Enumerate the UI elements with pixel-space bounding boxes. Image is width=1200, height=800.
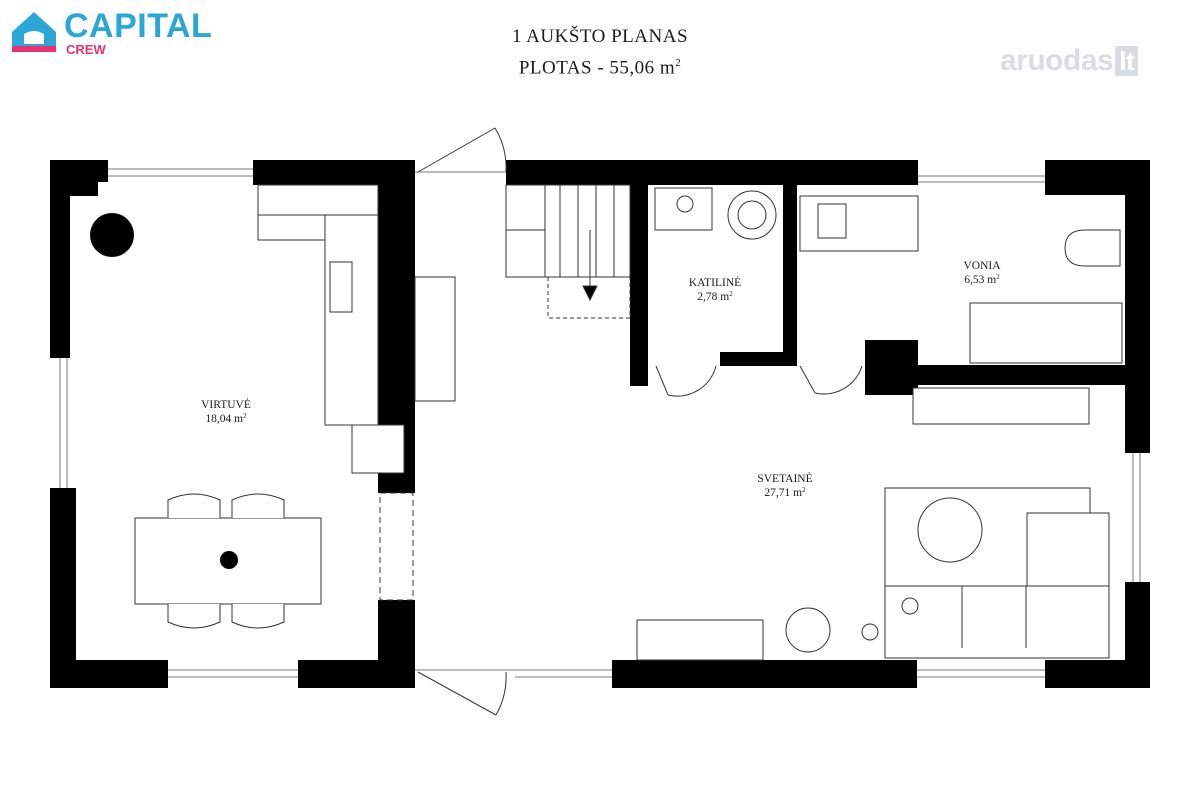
room-area-vonia: 6,53 m2 [964,273,1000,286]
watermark-suffix-box: lt [1115,46,1139,76]
house-logo-icon [12,12,56,52]
stairs [505,184,631,319]
boiler-room-fixtures [654,187,777,240]
windows [59,168,1141,678]
plan-title-line1: 1 AUKŠTO PLANAS [511,26,689,47]
doors [379,127,863,716]
room-name-katiline: KATILINĖ [689,275,741,289]
room-name-vonia: VONIA [963,260,1001,272]
watermark-text: aruodas [1000,44,1114,77]
kitchen-furniture [134,184,456,629]
plan-title: 1 AUKŠTO PLANAS PLOTAS - 55,06 m2 [400,24,800,81]
brand-logo: CAPITAL CREW [10,7,213,58]
room-area-svetaine: 27,71 m2 [764,486,806,499]
bathroom-fixtures [799,195,1123,364]
plan-title-line2: PLOTAS - 55,06 m2 [518,57,682,79]
plant-icon [90,213,238,569]
room-area-virtuve: 18,04 m2 [205,412,247,425]
room-area-katiline: 2,78 m2 [697,290,733,303]
living-furniture [636,387,1110,661]
brand-name: CAPITAL [64,7,213,45]
walls [50,160,1150,688]
room-name-svetaine: SVETAINĖ [757,471,812,485]
brand-sub: CREW [66,42,106,57]
room-name-virtuve: VIRTUVĖ [201,397,251,411]
